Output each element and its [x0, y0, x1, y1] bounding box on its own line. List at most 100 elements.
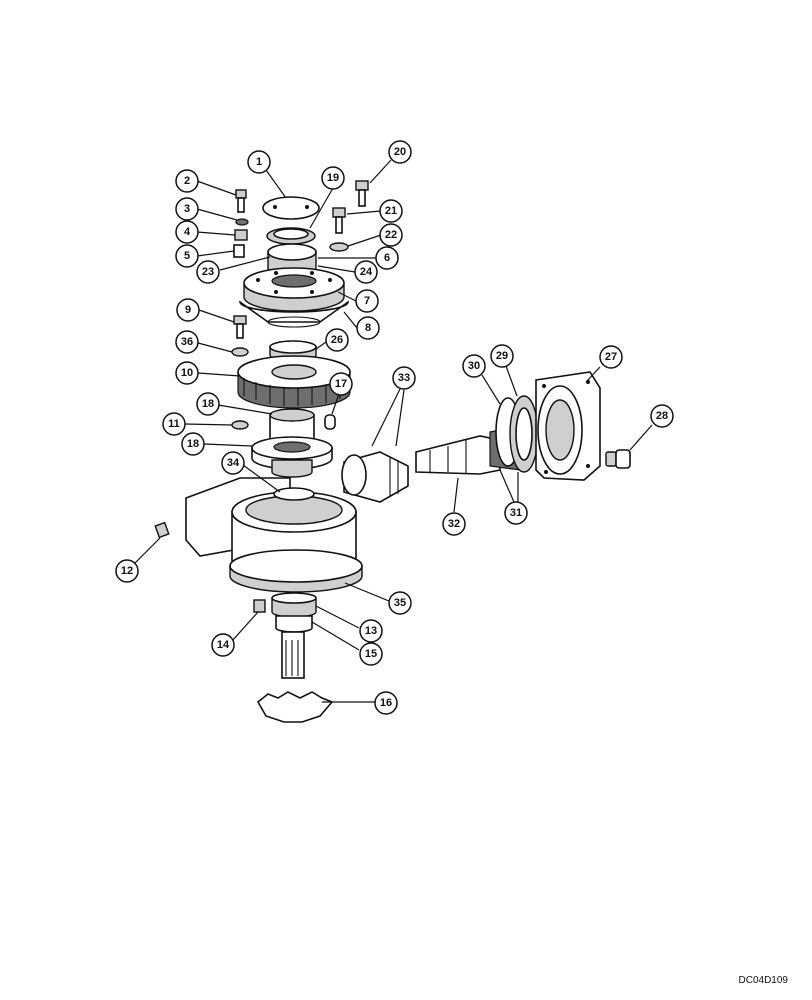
motor-flange-27 [535, 371, 601, 481]
svg-text:13: 13 [365, 625, 377, 637]
dowel-17 [324, 414, 336, 430]
callout-13: 13 [359, 619, 383, 643]
washer-36 [231, 347, 249, 357]
svg-text:35: 35 [394, 597, 406, 609]
svg-text:9: 9 [185, 304, 191, 316]
cone-seal [239, 300, 349, 328]
callout-22: 22 [379, 223, 403, 247]
callout-8: 8 [356, 316, 380, 340]
svg-text:15: 15 [365, 648, 377, 660]
svg-text:17: 17 [335, 378, 347, 390]
callout-26: 26 [325, 328, 349, 352]
svg-text:10: 10 [181, 367, 193, 379]
svg-text:34: 34 [227, 457, 240, 469]
callout-18-upper: 18 [196, 392, 220, 416]
callout-28: 28 [650, 404, 674, 428]
large-gear [237, 355, 351, 409]
plug-28 [605, 449, 631, 469]
svg-text:27: 27 [605, 351, 617, 363]
callout-27: 27 [599, 345, 623, 369]
fitting-14 [253, 599, 266, 613]
callout-23: 23 [196, 260, 220, 284]
callout-15: 15 [359, 642, 383, 666]
seal-30-29 [495, 395, 539, 473]
nut-4 [234, 229, 248, 241]
callout-32: 32 [442, 512, 466, 536]
svg-text:20: 20 [394, 146, 406, 158]
callout-4: 4 [175, 220, 199, 244]
bolt-2 [235, 189, 247, 213]
svg-text:31: 31 [510, 507, 522, 519]
svg-text:29: 29 [496, 350, 508, 362]
svg-text:6: 6 [384, 252, 390, 264]
washer-3 [235, 218, 249, 226]
svg-text:21: 21 [385, 205, 397, 217]
svg-text:28: 28 [656, 410, 668, 422]
callout-18-lower: 18 [181, 432, 205, 456]
callout-29: 29 [490, 344, 514, 368]
callout-16: 16 [374, 691, 398, 715]
svg-text:32: 32 [448, 518, 460, 530]
svg-text:8: 8 [365, 322, 371, 334]
svg-text:26: 26 [331, 334, 343, 346]
callout-30: 30 [462, 354, 486, 378]
callout-6: 6 [375, 246, 399, 270]
callout-20: 20 [388, 140, 412, 164]
svg-text:33: 33 [398, 372, 410, 384]
flange-housing [243, 267, 345, 312]
callout-19: 19 [321, 166, 345, 190]
svg-text:7: 7 [364, 295, 370, 307]
svg-text:4: 4 [184, 226, 191, 238]
callout-14: 14 [211, 633, 235, 657]
bolt-9 [233, 315, 247, 339]
svg-text:5: 5 [184, 250, 190, 262]
svg-text:1: 1 [256, 156, 262, 168]
svg-text:11: 11 [168, 418, 180, 430]
reference-code: DC04D109 [738, 975, 788, 986]
svg-text:24: 24 [360, 266, 373, 278]
cover-plate [262, 196, 320, 220]
callout-34: 34 [221, 451, 245, 475]
washer-22 [329, 242, 349, 252]
svg-text:30: 30 [468, 360, 480, 372]
callout-12: 12 [115, 559, 139, 583]
svg-text:18: 18 [187, 438, 199, 450]
svg-text:22: 22 [385, 229, 397, 241]
callout-24: 24 [354, 260, 378, 284]
callout-36: 36 [175, 330, 199, 354]
callout-7: 7 [355, 289, 379, 313]
bolt-21 [332, 207, 346, 234]
callout-21: 21 [379, 199, 403, 223]
callout-11: 11 [162, 412, 186, 436]
output-shaft [256, 592, 334, 723]
callout-31: 31 [504, 501, 528, 525]
pinion-shaft [415, 435, 501, 475]
callout-1: 1 [247, 150, 271, 174]
svg-text:19: 19 [327, 172, 339, 184]
callout-10: 10 [175, 361, 199, 385]
gearbox-housing [185, 477, 363, 593]
svg-text:2: 2 [184, 175, 190, 187]
gear-hub [251, 408, 333, 478]
fitting-12 [154, 521, 170, 539]
bolt-20 [355, 180, 369, 207]
svg-text:16: 16 [380, 697, 392, 709]
callout-5: 5 [175, 244, 199, 268]
leader-lines [134, 159, 653, 703]
svg-text:3: 3 [184, 203, 190, 215]
callout-35: 35 [388, 591, 412, 615]
svg-text:14: 14 [217, 639, 230, 651]
pinion-bearing-cone [341, 451, 409, 503]
seal-ring [266, 227, 316, 245]
callout-3: 3 [175, 197, 199, 221]
svg-text:12: 12 [121, 565, 133, 577]
callout-33: 33 [392, 366, 416, 390]
svg-text:36: 36 [181, 336, 193, 348]
svg-text:18: 18 [202, 398, 214, 410]
callout-2: 2 [175, 169, 199, 193]
callout-9: 9 [176, 298, 200, 322]
svg-text:23: 23 [202, 266, 214, 278]
callout-17: 17 [329, 372, 353, 396]
nut-11 [231, 420, 249, 430]
